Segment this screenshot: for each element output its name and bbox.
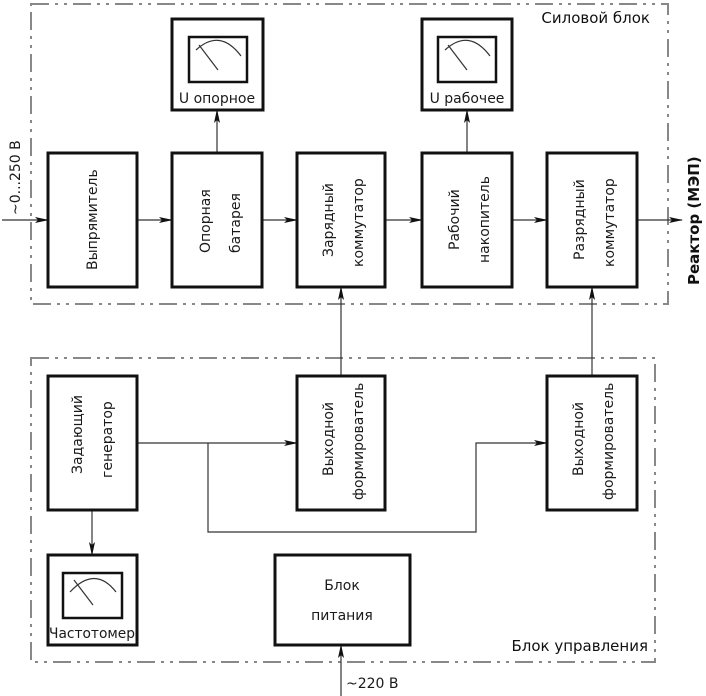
block-discharge-switch-line2: коммутатор bbox=[602, 178, 618, 267]
block-output-former-1-line1: Выходной bbox=[321, 402, 337, 476]
block-output-former-2-line2: формирователь bbox=[601, 383, 617, 500]
block-ref-battery-line1: Опорная bbox=[198, 189, 214, 253]
block-discharge-switch-line1: Разрядный bbox=[572, 179, 588, 260]
block-rectifier: Выпрямитель bbox=[46, 151, 139, 289]
mains-input-label: ~220 В bbox=[346, 676, 399, 692]
block-output-former-1: Выходной формирователь bbox=[295, 374, 387, 512]
control-block-label: Блок управления bbox=[511, 637, 648, 655]
power-block-boundary bbox=[30, 3, 669, 305]
gauge-needle-icon bbox=[447, 44, 468, 71]
block-master-generator-line2: генератор bbox=[100, 401, 116, 478]
block-work-storage-line1: Рабочий bbox=[447, 189, 463, 250]
block-discharge-switch: Разрядный коммутатор bbox=[545, 151, 639, 289]
block-ref-battery-line2: батарея bbox=[228, 193, 244, 253]
block-master-generator: Задающий генератор bbox=[46, 374, 139, 512]
block-power-supply: Блок питания bbox=[273, 553, 412, 647]
block-output-former-2: Выходной формирователь bbox=[545, 374, 639, 512]
gauge-scale-icon bbox=[69, 577, 117, 593]
power-block-label: Силовой блок bbox=[541, 9, 650, 27]
block-ref-battery: Опорная батарея bbox=[170, 151, 264, 289]
control-block-boundary bbox=[30, 357, 656, 663]
block-power-supply-line2: питания bbox=[311, 608, 373, 624]
block-charge-switch: Зарядный коммутатор bbox=[295, 151, 387, 289]
block-work-storage: Рабочий накопитель bbox=[420, 151, 514, 289]
block-work-storage-line2: накопитель bbox=[477, 176, 493, 263]
block-master-generator-line1: Задающий bbox=[70, 395, 86, 474]
power-input-label: ~0...250 В bbox=[8, 140, 24, 215]
gauge-needle-icon bbox=[198, 44, 219, 71]
meter-u-work: U рабочее bbox=[420, 17, 514, 112]
gauge-needle-icon bbox=[73, 579, 94, 606]
meter-frequency-label: Частотомер bbox=[49, 626, 135, 642]
block-charge-switch-line2: коммутатор bbox=[351, 178, 367, 267]
meter-u-ref-label: U опорное bbox=[179, 91, 255, 107]
block-charge-switch-line1: Зарядный bbox=[321, 183, 337, 257]
meter-u-ref: U опорное bbox=[170, 17, 265, 112]
meter-frequency: Частотомер bbox=[46, 553, 139, 647]
output-label: Реактор (МЭП) bbox=[685, 156, 703, 285]
block-output-former-2-line1: Выходной bbox=[571, 402, 587, 476]
block-power-supply-line1: Блок bbox=[324, 578, 360, 594]
wire-gen-former2 bbox=[207, 440, 548, 533]
block-rectifier-label: Выпрямитель bbox=[85, 169, 101, 270]
block-output-former-1-line2: формирователь bbox=[351, 383, 367, 500]
meter-u-work-label: U рабочее bbox=[430, 91, 505, 107]
